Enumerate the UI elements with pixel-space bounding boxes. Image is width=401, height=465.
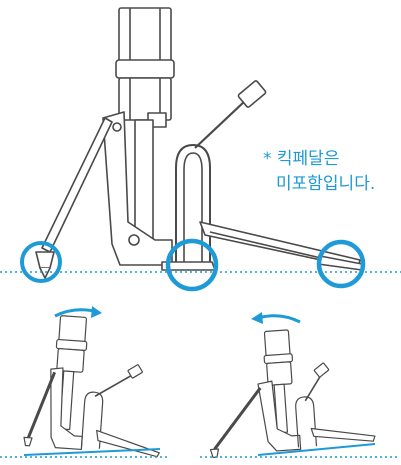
- clamp-band: [115, 59, 175, 79]
- right-tilt-line: [257, 443, 376, 456]
- note-line-2: 미포함입니다.: [276, 174, 376, 194]
- right-small-illustration: [209, 329, 376, 459]
- highlight-spike-circle: [20, 241, 62, 283]
- leg-foot: [35, 251, 55, 269]
- rotate-counterclockwise-arrow-icon: [257, 314, 301, 324]
- beater-head: [237, 80, 267, 108]
- left-small-illustration: [23, 315, 160, 458]
- left-tilt-line: [23, 448, 161, 456]
- highlight-heel-circle: [316, 239, 366, 289]
- center-rod: [134, 119, 154, 241]
- beater-shaft: [194, 99, 247, 149]
- beater-post: [175, 144, 211, 262]
- note-line-1: * 킥페달은: [263, 149, 340, 169]
- spike-tip: [39, 267, 51, 279]
- main-stand-illustration: [35, 7, 363, 279]
- frame-plate: [102, 111, 173, 266]
- highlight-base-circle: [165, 238, 219, 292]
- support-leg: [41, 117, 113, 253]
- drum-top-segment: [118, 7, 172, 64]
